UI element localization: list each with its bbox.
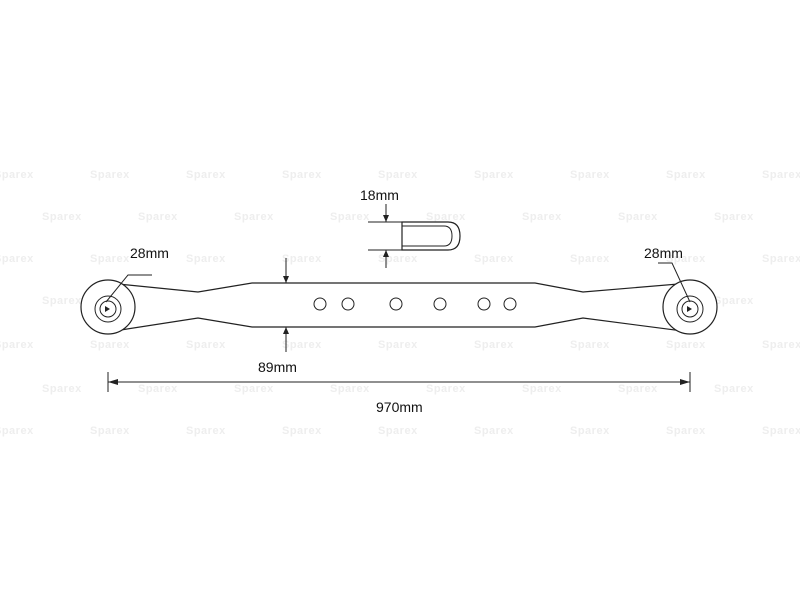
watermark-text: Sparex [474, 425, 514, 437]
watermark-text: Sparex [282, 425, 322, 437]
watermark-layer: SparexSparexSparexSparexSparexSparexSpar… [0, 169, 800, 437]
length-label: 970mm [376, 399, 423, 415]
watermark-text: Sparex [762, 253, 800, 265]
watermark-text: Sparex [378, 425, 418, 437]
watermark-text: Sparex [282, 339, 322, 351]
watermark-text: Sparex [570, 425, 610, 437]
watermark-text: Sparex [666, 339, 706, 351]
watermark-text: Sparex [90, 425, 130, 437]
watermark-text: Sparex [714, 211, 754, 223]
watermark-text: Sparex [522, 211, 562, 223]
watermark-text: Sparex [0, 339, 34, 351]
watermark-text: Sparex [474, 339, 514, 351]
watermark-text: Sparex [90, 253, 130, 265]
watermark-text: Sparex [666, 425, 706, 437]
watermark-text: Sparex [714, 295, 754, 307]
watermark-text: Sparex [42, 383, 82, 395]
thickness-label: 18mm [360, 187, 399, 203]
watermark-text: Sparex [282, 253, 322, 265]
watermark-text: Sparex [570, 169, 610, 181]
lower-link-arm [80, 279, 718, 335]
watermark-text: Sparex [618, 211, 658, 223]
adjustment-holes [313, 297, 517, 311]
watermark-text: Sparex [426, 383, 466, 395]
watermark-text: Sparex [762, 339, 800, 351]
watermark-text: Sparex [42, 211, 82, 223]
width-label: 89mm [258, 359, 297, 375]
watermark-text: Sparex [282, 169, 322, 181]
watermark-text: Sparex [186, 169, 226, 181]
watermark-text: Sparex [138, 383, 178, 395]
watermark-text: Sparex [474, 169, 514, 181]
watermark-text: Sparex [0, 425, 34, 437]
left-ball-label: 28mm [130, 245, 169, 261]
watermark-text: Sparex [138, 211, 178, 223]
watermark-text: Sparex [330, 383, 370, 395]
watermark-text: Sparex [426, 211, 466, 223]
watermark-text: Sparex [666, 169, 706, 181]
ball-leaders [105, 262, 691, 303]
watermark-text: Sparex [90, 169, 130, 181]
watermark-text: Sparex [186, 253, 226, 265]
watermark-text: Sparex [90, 339, 130, 351]
watermark-text: Sparex [474, 253, 514, 265]
watermark-text: Sparex [330, 211, 370, 223]
watermark-text: Sparex [714, 383, 754, 395]
right-ball-end [662, 279, 718, 335]
watermark-text: Sparex [234, 211, 274, 223]
watermark-text: Sparex [0, 169, 34, 181]
watermark-text: Sparex [378, 169, 418, 181]
watermark-text: Sparex [762, 425, 800, 437]
watermark-text: Sparex [234, 383, 274, 395]
watermark-text: Sparex [618, 383, 658, 395]
watermark-text: Sparex [570, 253, 610, 265]
width-dimension [283, 258, 289, 352]
right-ball-label: 28mm [644, 245, 683, 261]
length-dimension [107, 372, 691, 392]
left-ball-end [80, 279, 136, 335]
watermark-text: Sparex [666, 253, 706, 265]
watermark-text: Sparex [0, 253, 34, 265]
watermark-text: Sparex [186, 339, 226, 351]
watermark-text: Sparex [570, 339, 610, 351]
watermark-text: Sparex [762, 169, 800, 181]
watermark-text: Sparex [186, 425, 226, 437]
watermark-text: Sparex [522, 383, 562, 395]
watermark-text: Sparex [42, 295, 82, 307]
thickness-profile [368, 204, 461, 268]
watermark-text: Sparex [378, 339, 418, 351]
